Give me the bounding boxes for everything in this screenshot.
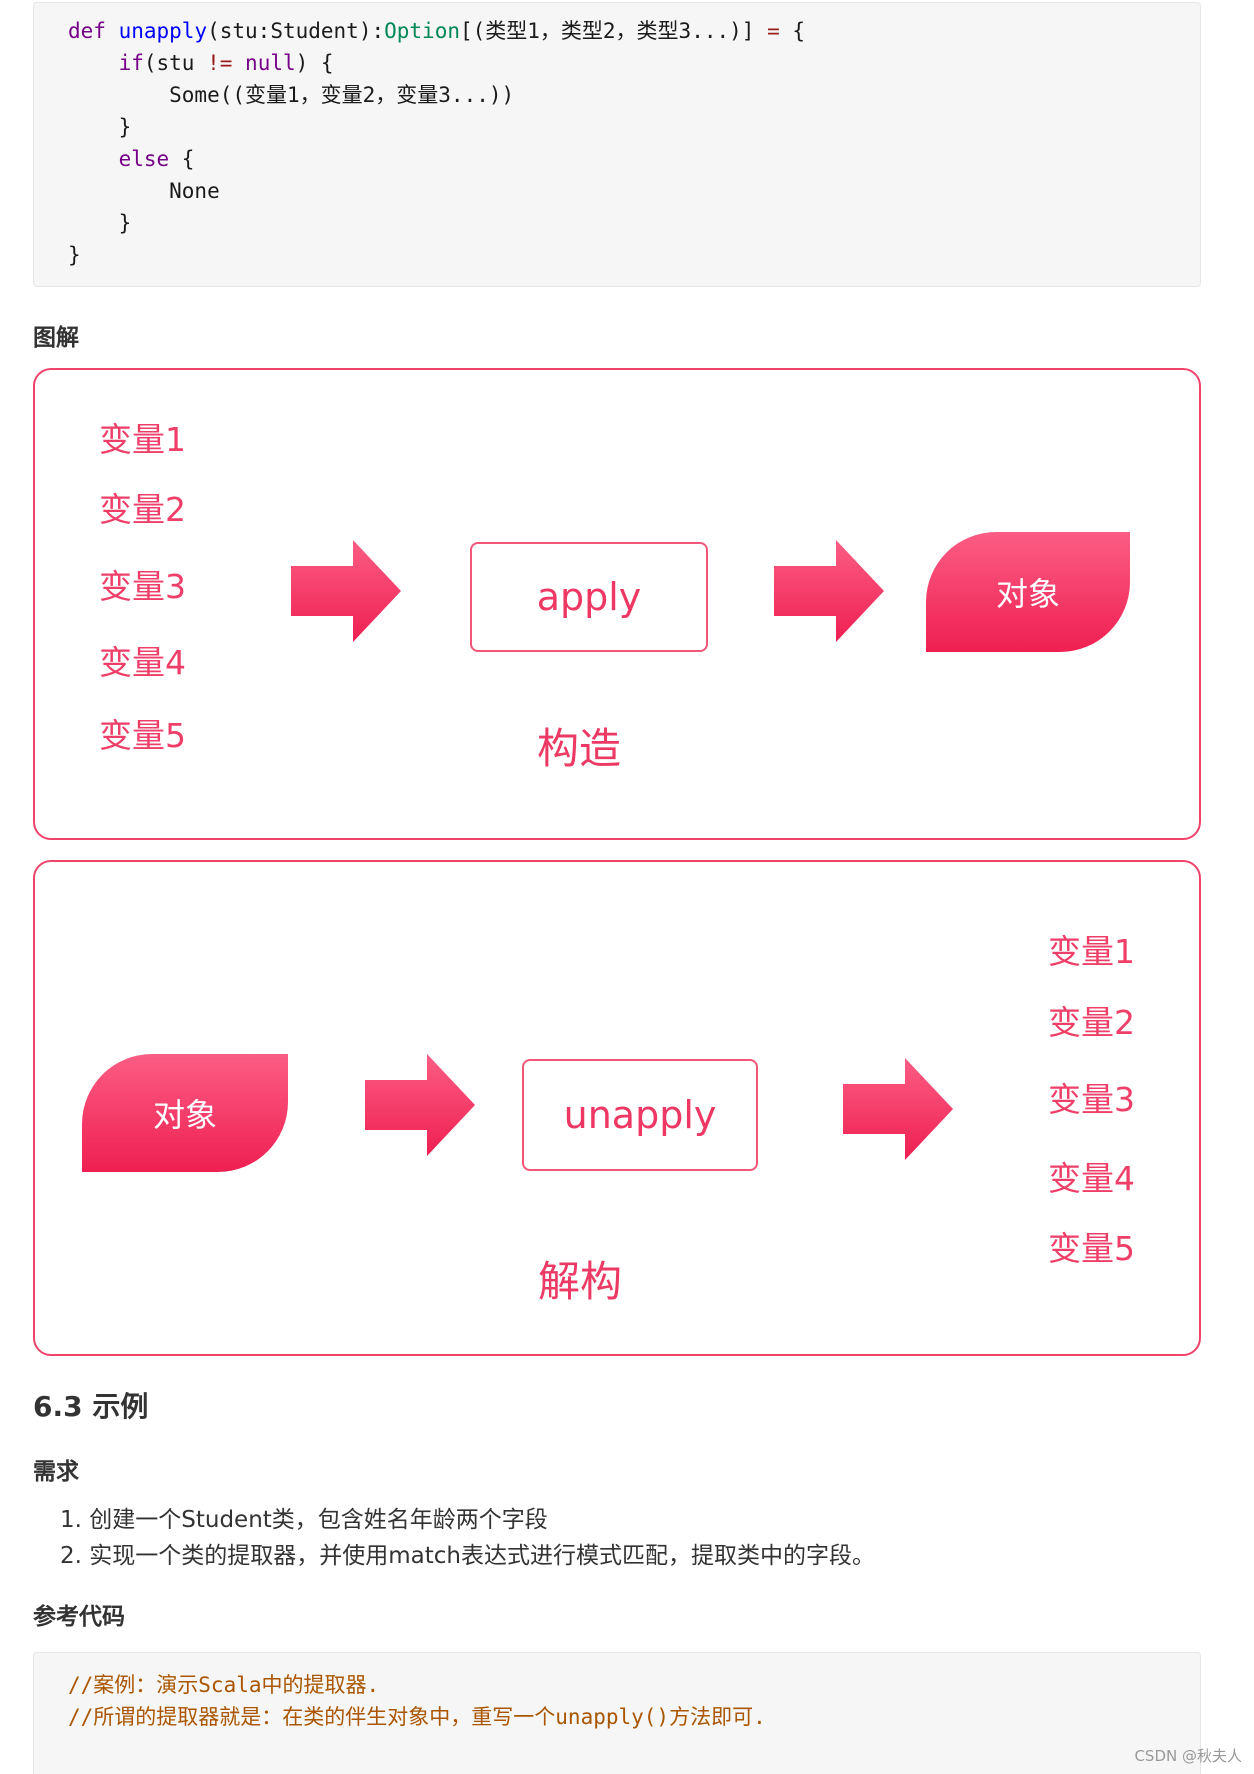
code-line-3: Some((变量1，变量2，变量3...))	[68, 83, 515, 107]
right-arrow-icon	[291, 540, 401, 642]
object-shape: 对象	[926, 532, 1130, 652]
destruct-variable-4: 变量4	[1048, 1159, 1135, 1198]
construct-variable-2: 变量2	[99, 490, 186, 529]
object-shape: 对象	[82, 1054, 288, 1172]
code-line-8: }	[68, 243, 81, 267]
code-line-2: if(stu != null) {	[118, 51, 334, 75]
code-comment-2: //所谓的提取器就是：在类的伴生对象中，重写一个unapply()方法即可.	[68, 1705, 766, 1729]
code-line-4: }	[68, 115, 132, 139]
requirement-list: 1. 创建一个Student类，包含姓名年龄两个字段 2. 实现一个类的提取器，…	[60, 1502, 875, 1574]
construct-variable-4: 变量4	[99, 643, 186, 682]
section-title-diagram: 图解	[33, 325, 79, 351]
section-title-example: 6.3 示例	[33, 1390, 149, 1423]
destruct-variable-3: 变量3	[1048, 1080, 1135, 1119]
construct-diagram: 变量1 变量2 变量3 变量4 变量5 apply 对象 构造	[33, 368, 1201, 840]
section-title-requirement: 需求	[33, 1459, 79, 1485]
code-comment-1: //案例：演示Scala中的提取器.	[68, 1673, 380, 1697]
list-item: 1. 创建一个Student类，包含姓名年龄两个字段	[60, 1507, 548, 1533]
construct-variable-3: 变量3	[99, 567, 186, 606]
watermark: CSDN @秋夫人	[1134, 1747, 1242, 1765]
code-block-unapply: def unapply(stu:Student):Option[(类型1，类型2…	[33, 2, 1201, 287]
right-arrow-icon	[843, 1058, 953, 1160]
code-line-1: def unapply(stu:Student):Option[(类型1，类型2…	[68, 19, 806, 43]
code-line-7: }	[68, 211, 132, 235]
construct-caption: 构造	[537, 724, 622, 773]
destruct-variable-1: 变量1	[1048, 932, 1135, 971]
apply-function-box: apply	[470, 542, 708, 652]
code-line-6: None	[68, 179, 220, 203]
right-arrow-icon	[365, 1054, 475, 1156]
right-arrow-icon	[774, 540, 884, 642]
construct-variable-5: 变量5	[99, 716, 186, 755]
list-item: 2. 实现一个类的提取器，并使用match表达式进行模式匹配，提取类中的字段。	[60, 1543, 875, 1569]
destruct-caption: 解构	[538, 1257, 623, 1306]
construct-variable-1: 变量1	[99, 420, 186, 459]
section-title-reference: 参考代码	[33, 1604, 125, 1630]
destruct-variable-2: 变量2	[1048, 1003, 1135, 1042]
unapply-function-box: unapply	[522, 1059, 758, 1171]
destruct-variable-5: 变量5	[1048, 1229, 1135, 1268]
code-block-example: //案例：演示Scala中的提取器. //所谓的提取器就是：在类的伴生对象中，重…	[33, 1652, 1201, 1774]
code-line-5: else {	[118, 147, 195, 171]
destruct-diagram: 对象 unapply 变量1 变量2 变量3 变量4 变量5 解构	[33, 860, 1201, 1356]
